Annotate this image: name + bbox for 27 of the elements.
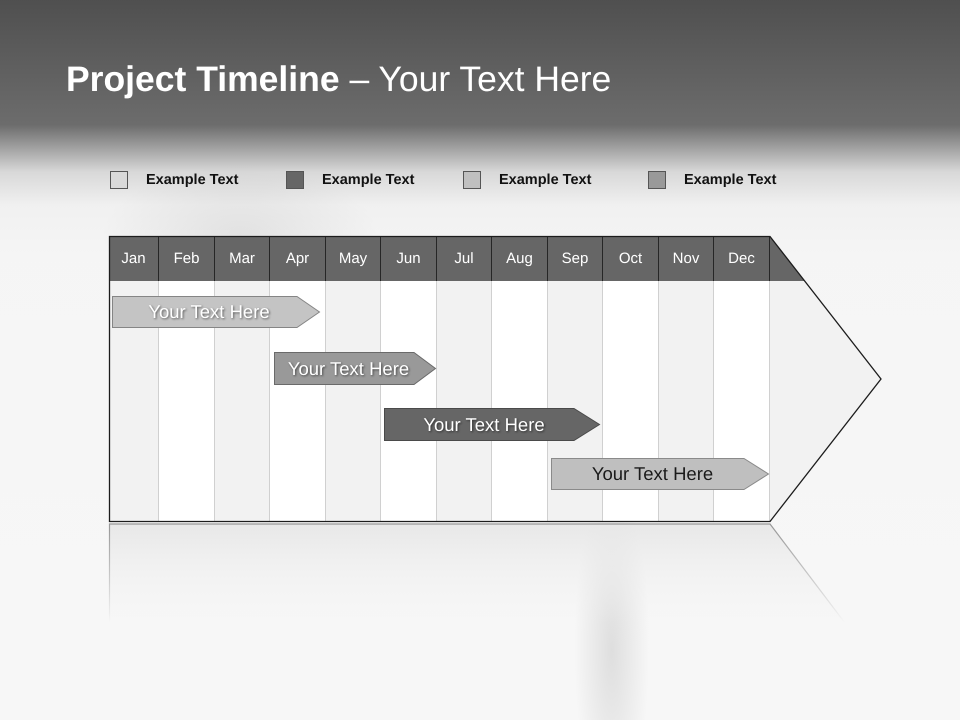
month-header-cell: Feb — [159, 236, 215, 281]
month-header-cell: Aug — [492, 236, 548, 281]
month-header-cell: Oct — [603, 236, 659, 281]
task-bar — [551, 458, 769, 490]
legend-label: Example Text — [146, 172, 238, 188]
legend-label: Example Text — [499, 172, 592, 188]
month-header-cell: Nov — [659, 236, 714, 281]
month-header-cell: Sep — [548, 236, 603, 281]
month-header-cell: Mar — [215, 236, 270, 281]
slide-title: Project Timeline – Your Text Here — [66, 58, 612, 100]
task-label: Your Text Here — [592, 463, 714, 485]
task-bar — [112, 296, 320, 328]
month-header-cell: Jul — [437, 236, 492, 281]
month-header-cell: May — [326, 236, 381, 281]
month-header-cell: Jan — [109, 236, 159, 281]
task-bar — [384, 408, 600, 441]
month-column — [714, 236, 770, 522]
timeline-arrow — [109, 236, 881, 522]
month-header-cell: Dec — [714, 236, 770, 281]
legend-label: Example Text — [322, 172, 414, 188]
task-bar — [274, 352, 436, 385]
month-header-cell: Apr — [270, 236, 326, 281]
month-header-cell: Jun — [381, 236, 437, 281]
task-label: Your Text Here — [288, 358, 410, 380]
legend-label: Example Text — [684, 172, 776, 188]
task-label: Your Text Here — [423, 414, 545, 436]
task-label: Your Text Here — [148, 301, 270, 323]
